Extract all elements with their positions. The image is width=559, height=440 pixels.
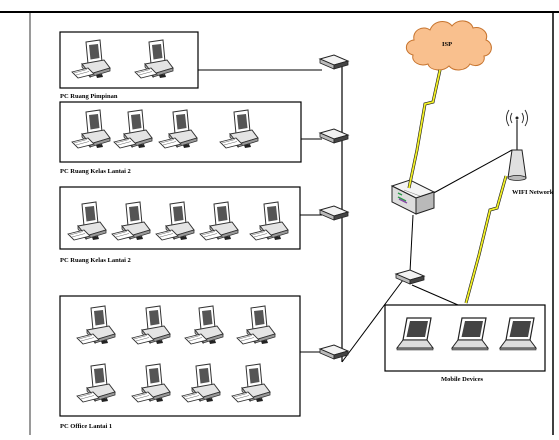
router-icon xyxy=(390,179,436,215)
desktop-pc-icon xyxy=(181,363,221,403)
desktop-pc-icon xyxy=(231,363,271,403)
desktop-pc-icon xyxy=(155,201,195,241)
switch-icon xyxy=(319,54,349,70)
desktop-pc-icon xyxy=(111,201,151,241)
group-label: PC Ruang Pimpinan xyxy=(60,93,118,100)
pc-icons-group-2 xyxy=(71,109,259,149)
desktop-pc-icon xyxy=(76,363,116,403)
group-box xyxy=(59,31,199,89)
switch-icon xyxy=(319,128,349,144)
isp-cloud: ISP xyxy=(405,20,492,71)
group-mobile-devices: Mobile Devices xyxy=(384,304,546,383)
desktop-pc-icon xyxy=(158,109,198,149)
pc-icons-group-3 xyxy=(67,201,289,241)
group-box xyxy=(384,304,546,372)
desktop-pc-icon xyxy=(249,201,289,241)
desktop-pc-icon xyxy=(67,201,107,241)
group-pc-ruang-kelas-2: PC Ruang Kelas Lantai 2 xyxy=(59,186,322,264)
laptop-icon xyxy=(396,317,434,351)
desktop-pc-icon xyxy=(113,109,153,149)
pc-icons-group-1 xyxy=(71,39,174,79)
pc-icons-group-4 xyxy=(76,305,276,403)
desktop-pc-icon xyxy=(131,363,171,403)
desktop-pc-icon xyxy=(76,305,116,345)
group-pc-office: PC Office Lantai 1 xyxy=(59,295,322,430)
laptop-icon xyxy=(499,317,537,351)
group-box xyxy=(59,101,302,163)
switch-icon xyxy=(395,269,425,285)
desktop-pc-icon xyxy=(134,39,174,79)
isp-label: ISP xyxy=(442,41,452,48)
group-label: PC Ruang Kelas Lantai 2 xyxy=(60,168,131,175)
desktop-pc-icon xyxy=(219,109,259,149)
laptop-icon xyxy=(451,317,489,351)
desktop-pc-icon xyxy=(199,201,239,241)
desktop-pc-icon xyxy=(236,305,276,345)
desktop-pc-icon xyxy=(71,109,111,149)
group-box xyxy=(59,186,301,250)
group-label: PC Ruang Kelas Lantai 2 xyxy=(60,257,131,264)
switch-icon xyxy=(319,205,349,221)
mobile-label: Mobile Devices xyxy=(441,376,484,383)
desktop-pc-icon xyxy=(131,305,171,345)
group-box xyxy=(59,295,301,417)
group-pc-ruang-kelas-1: PC Ruang Kelas Lantai 2 xyxy=(59,101,322,175)
group-pc-ruang-pimpinan: PC Ruang Pimpinan xyxy=(59,31,322,100)
wifi-access-point-icon xyxy=(506,109,528,181)
switch-icon xyxy=(319,344,349,360)
desktop-pc-icon xyxy=(71,39,111,79)
wifi-label: WIFI Network xyxy=(512,189,554,196)
desktop-pc-icon xyxy=(184,305,224,345)
group-label: PC Office Lantai 1 xyxy=(60,423,112,430)
